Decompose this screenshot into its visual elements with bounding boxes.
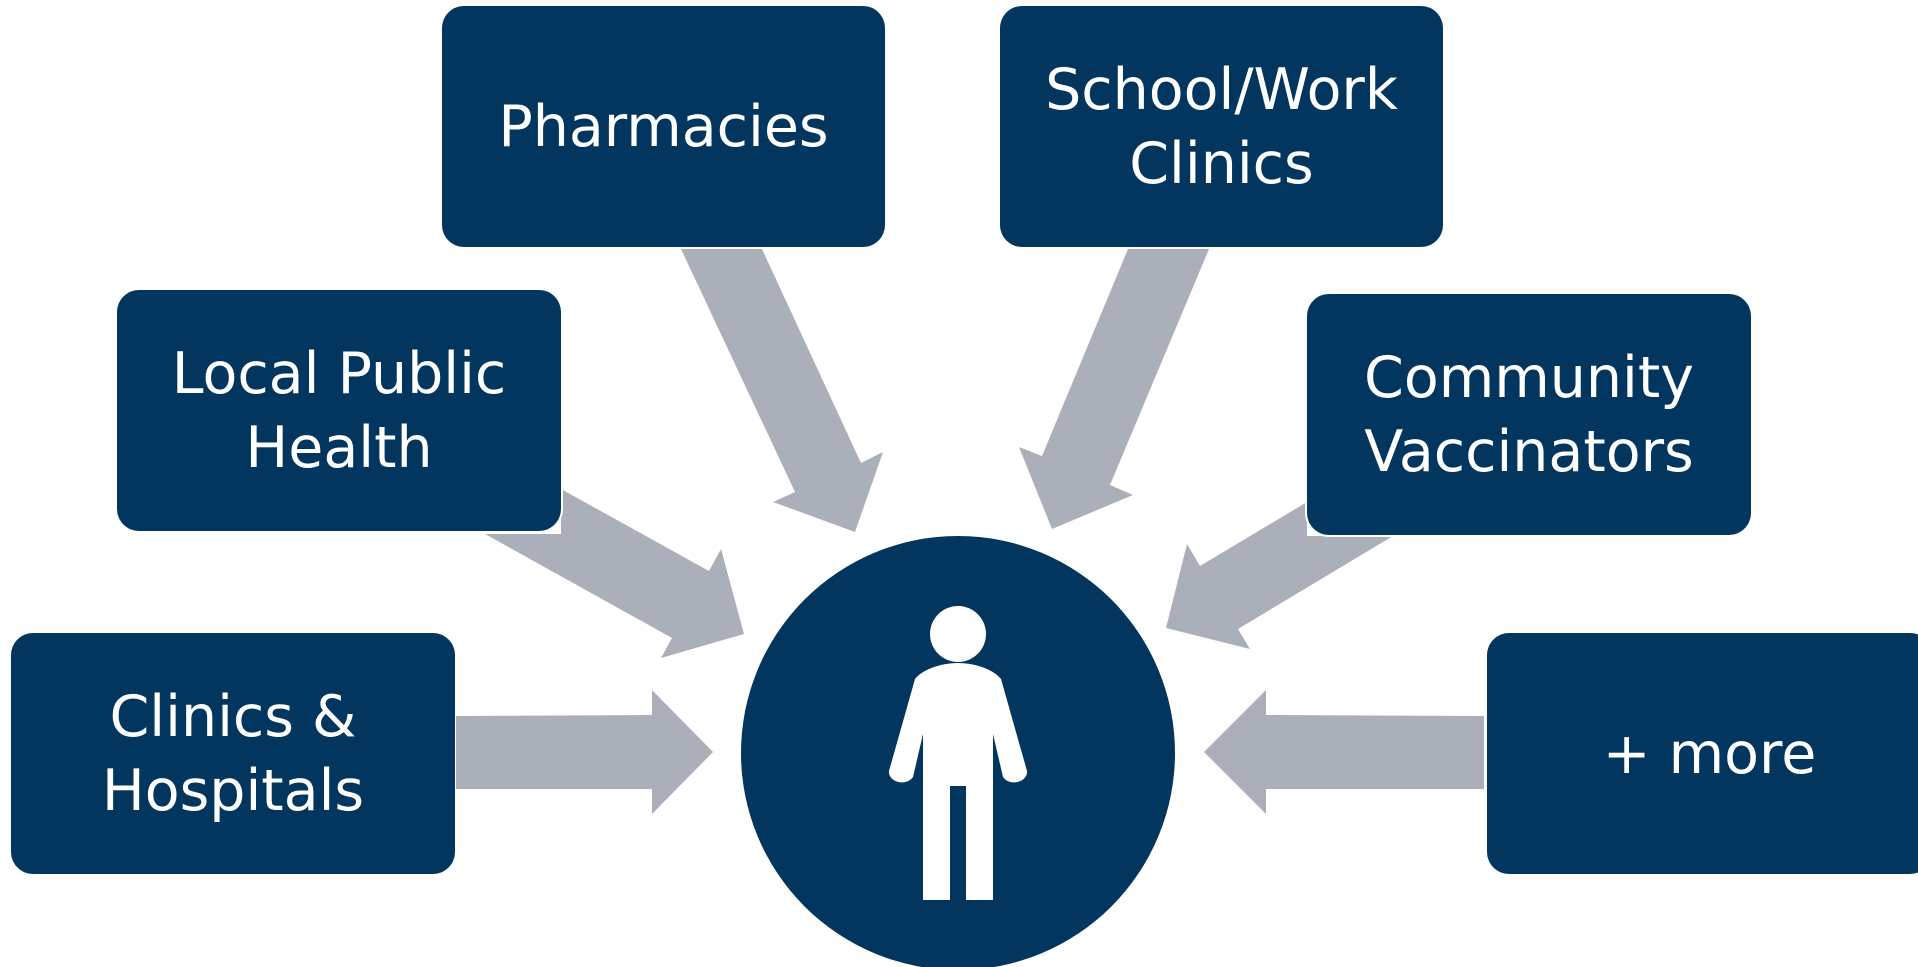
source-label-line: + more bbox=[1602, 720, 1817, 787]
arrow-pharmacies bbox=[681, 249, 883, 532]
person-icon bbox=[888, 606, 1028, 900]
source-label-line: Health bbox=[245, 414, 433, 481]
source-label-pharmacies: Pharmacies bbox=[498, 90, 828, 164]
arrow-local-health bbox=[485, 489, 744, 658]
source-box-more: + more bbox=[1487, 633, 1918, 874]
source-label-line: Local Public bbox=[171, 340, 507, 407]
source-label-clinics-hospitals: Clinics & Hospitals bbox=[102, 680, 364, 828]
source-label-line: Community bbox=[1364, 344, 1694, 411]
source-box-school-work-clinics: School/Work Clinics bbox=[1000, 6, 1443, 247]
source-label-line: Pharmacies bbox=[498, 93, 829, 160]
source-label-community-vaccinators: Community Vaccinators bbox=[1364, 341, 1694, 489]
source-label-line: Vaccinators bbox=[1364, 418, 1694, 485]
arrow-clinics-hospitals bbox=[456, 690, 713, 814]
source-label-line: School/Work bbox=[1045, 56, 1398, 123]
source-label-more: + more bbox=[1603, 717, 1817, 791]
source-label-line: Clinics bbox=[1129, 130, 1314, 197]
source-label-school-work-clinics: School/Work Clinics bbox=[1045, 53, 1398, 201]
source-box-clinics-hospitals: Clinics & Hospitals bbox=[11, 633, 455, 874]
source-box-pharmacies: Pharmacies bbox=[442, 6, 885, 247]
arrow-more bbox=[1204, 690, 1484, 814]
source-box-local-public-health: Local Public Health bbox=[117, 290, 561, 531]
source-box-community-vaccinators: Community Vaccinators bbox=[1307, 294, 1751, 535]
arrow-school-work bbox=[1019, 249, 1209, 529]
source-label-line: Clinics & bbox=[109, 683, 357, 750]
arrow-community bbox=[1166, 502, 1393, 649]
source-label-local-public-health: Local Public Health bbox=[172, 337, 507, 485]
source-label-line: Hospitals bbox=[101, 757, 365, 824]
